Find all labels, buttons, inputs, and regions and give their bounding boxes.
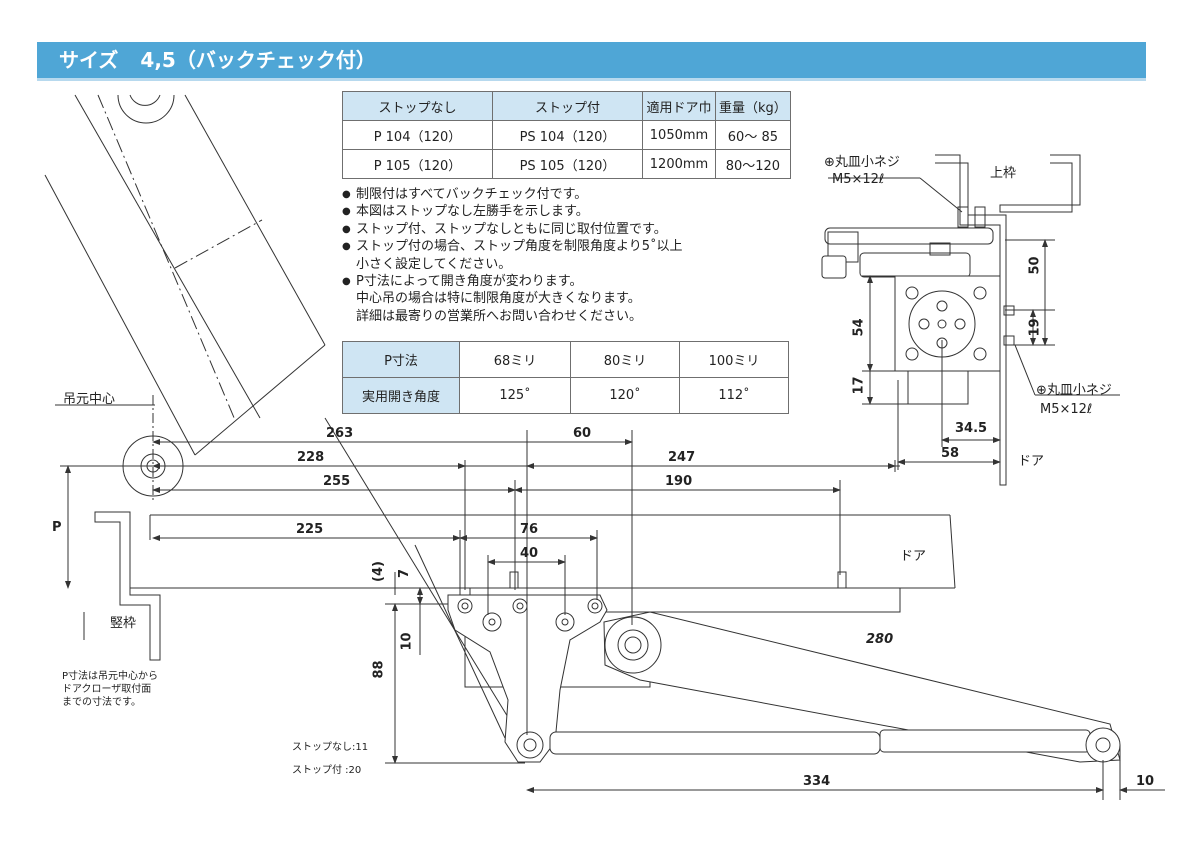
dim-88: 88 (371, 660, 387, 679)
dim-76: 76 (520, 522, 539, 537)
dim-263: 263 (326, 426, 354, 441)
table-cell: 80ミリ (570, 341, 680, 378)
note-item: ●制限付はすべてバックチェック付です。 (342, 187, 588, 202)
table-cell: 68ミリ (459, 341, 571, 378)
screw-spec-bottom: M5×12ℓ (1040, 402, 1093, 417)
closed-door-outline (60, 465, 956, 589)
section-header: サイズ 4,5（バックチェック付） (37, 42, 1146, 78)
header-title: 4,5（バックチェック付） (140, 48, 376, 72)
dim-60: 60 (573, 426, 592, 441)
p-dimension-note: P寸法は吊元中心から ドアクローザ取付面 までの寸法です。 (62, 671, 159, 708)
screw-label-top: ⊕丸皿小ネジ (824, 155, 900, 170)
dim-40: 40 (520, 546, 539, 561)
dim-190: 190 (665, 474, 693, 489)
dim-10-offset: 10 (1136, 774, 1155, 789)
note-item: ●本図はストップなし左勝手を示します。 (342, 204, 589, 220)
table-header-cell: 重量（kg） (715, 91, 791, 121)
dim-50: 50 (1027, 256, 1043, 275)
note-continuation: 小さく設定してください。 (356, 256, 512, 272)
table-cell: 60～ 85 (715, 120, 791, 150)
screw-spec-top: M5×12ℓ (832, 172, 885, 187)
side-view-drawing (821, 154, 1120, 486)
table-header-cell: ストップ付 (492, 91, 643, 121)
notes-list: ●制限付はすべてバックチェック付です。 ●本図はストップなし左勝手を示します。 … (342, 186, 683, 325)
dim-7: 7 (397, 568, 413, 579)
dim-228: 228 (297, 450, 325, 465)
note-item: ●P寸法によって開き角度が変わります。 (342, 274, 583, 290)
table-cell: 1200mm (642, 149, 716, 179)
table-row: P 105（120） PS 105（120） 1200mm 80～120 (342, 149, 791, 179)
table-header-cell: 適用ドア巾 (642, 91, 716, 121)
table-row: P寸法 68ミリ 80ミリ 100ミリ (342, 341, 789, 378)
dim-247: 247 (668, 450, 696, 465)
dim-280: 280 (866, 632, 894, 647)
dim-19: 19 (1027, 318, 1043, 337)
hinge-center-label: 吊元中心 (63, 392, 116, 407)
note-item: ●ストップ付、ストップなしともに同じ取付位置です。 (342, 221, 667, 237)
dim-17: 17 (851, 376, 867, 395)
note-continuation: 詳細は最寄りの営業所へお問い合わせください。 (356, 308, 643, 324)
opening-angle-table: P寸法 68ミリ 80ミリ 100ミリ 実用開き角度 125˚ 120˚ 112… (342, 341, 789, 414)
table-cell: 80～120 (715, 149, 791, 179)
table-cell: P 104（120） (342, 120, 493, 150)
swing-lines (324, 417, 526, 746)
table-cell: 120˚ (570, 377, 680, 414)
frame-label: 上枠 (990, 166, 1017, 181)
table-row-label: P寸法 (342, 341, 460, 378)
plan-dimension-lines (65, 430, 1165, 800)
closer-arms (516, 611, 1121, 763)
dim-10-height: 10 (399, 632, 415, 651)
jamb-label: 竪枠 (110, 616, 137, 631)
dim-255: 255 (323, 474, 351, 489)
stop-with-label: ストップ付 :20 (292, 765, 362, 776)
table-cell: PS 104（120） (492, 120, 643, 150)
hinge-pivot (55, 395, 184, 500)
table-cell: 1050mm (642, 120, 716, 150)
table-cell: 112˚ (679, 377, 789, 414)
header-size-label: サイズ (59, 48, 119, 72)
stop-none-label: ストップなし:11 (292, 742, 369, 753)
dim-4: (4) (370, 561, 386, 582)
note-continuation: 中心吊の場合は特に制限角度が大きくなります。 (356, 291, 641, 307)
model-spec-table: ストップなし ストップ付 適用ドア巾 重量（kg） P 104（120） PS … (342, 91, 791, 179)
open-door-outline (44, 94, 326, 456)
dim-34-5: 34.5 (955, 421, 988, 436)
table-cell: PS 105（120） (492, 149, 643, 179)
table-row: P 104（120） PS 104（120） 1050mm 60～ 85 (342, 120, 791, 150)
table-cell: 100ミリ (679, 341, 789, 378)
side-door-label: ドア (1018, 454, 1045, 469)
table-header-row: ストップなし ストップ付 適用ドア巾 重量（kg） (342, 91, 791, 121)
note-item: ●ストップ付の場合、ストップ角度を制限角度より5˚以上 (342, 239, 683, 255)
table-cell: 125˚ (459, 377, 571, 414)
dim-334: 334 (803, 774, 831, 789)
dim-58: 58 (941, 446, 960, 461)
dim-225: 225 (296, 522, 324, 537)
table-cell: P 105（120） (342, 149, 493, 179)
table-row: 実用開き角度 125˚ 120˚ 112˚ (342, 377, 789, 414)
jamb-profile (83, 511, 161, 661)
header-underline (37, 78, 1146, 81)
table-header-cell: ストップなし (342, 91, 493, 121)
dim-54: 54 (851, 318, 867, 337)
door-label: ドア (900, 549, 927, 564)
table-row-label: 実用開き角度 (342, 377, 460, 414)
dim-p: P (52, 520, 62, 535)
screw-label-bottom: ⊕丸皿小ネジ (1036, 383, 1112, 398)
